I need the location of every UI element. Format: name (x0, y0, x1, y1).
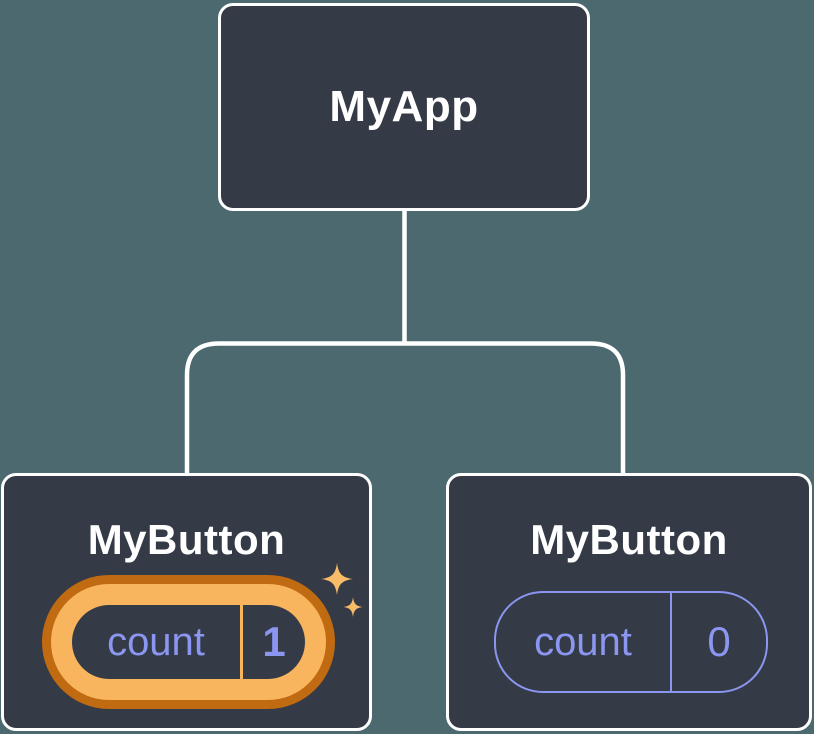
branch-line (184, 341, 626, 475)
state-value: 1 (262, 618, 286, 665)
node-label: MyButton (530, 516, 728, 563)
state-pill-highlighted: count 1 (42, 575, 335, 709)
node-label: MyApp (329, 82, 479, 131)
state-pill-inner-ring: count 1 (51, 584, 326, 700)
state-pill: count 0 (494, 591, 768, 693)
state-divider (240, 605, 243, 679)
sparkle-large-icon (321, 563, 353, 595)
sparkle-small-icon (343, 597, 363, 617)
state-value: 0 (707, 618, 731, 665)
state-divider (670, 593, 672, 691)
state-name-label: count (534, 619, 632, 664)
state-name-label: count (107, 619, 205, 664)
mybutton-node-left: MyButton count 1 (1, 473, 372, 731)
state-pill-core: count 1 (72, 605, 305, 679)
sparkles-icon (321, 563, 363, 617)
mybutton-node-right: MyButton count 0 (446, 473, 812, 731)
myapp-node: MyApp (218, 3, 590, 211)
node-label: MyButton (87, 516, 286, 563)
